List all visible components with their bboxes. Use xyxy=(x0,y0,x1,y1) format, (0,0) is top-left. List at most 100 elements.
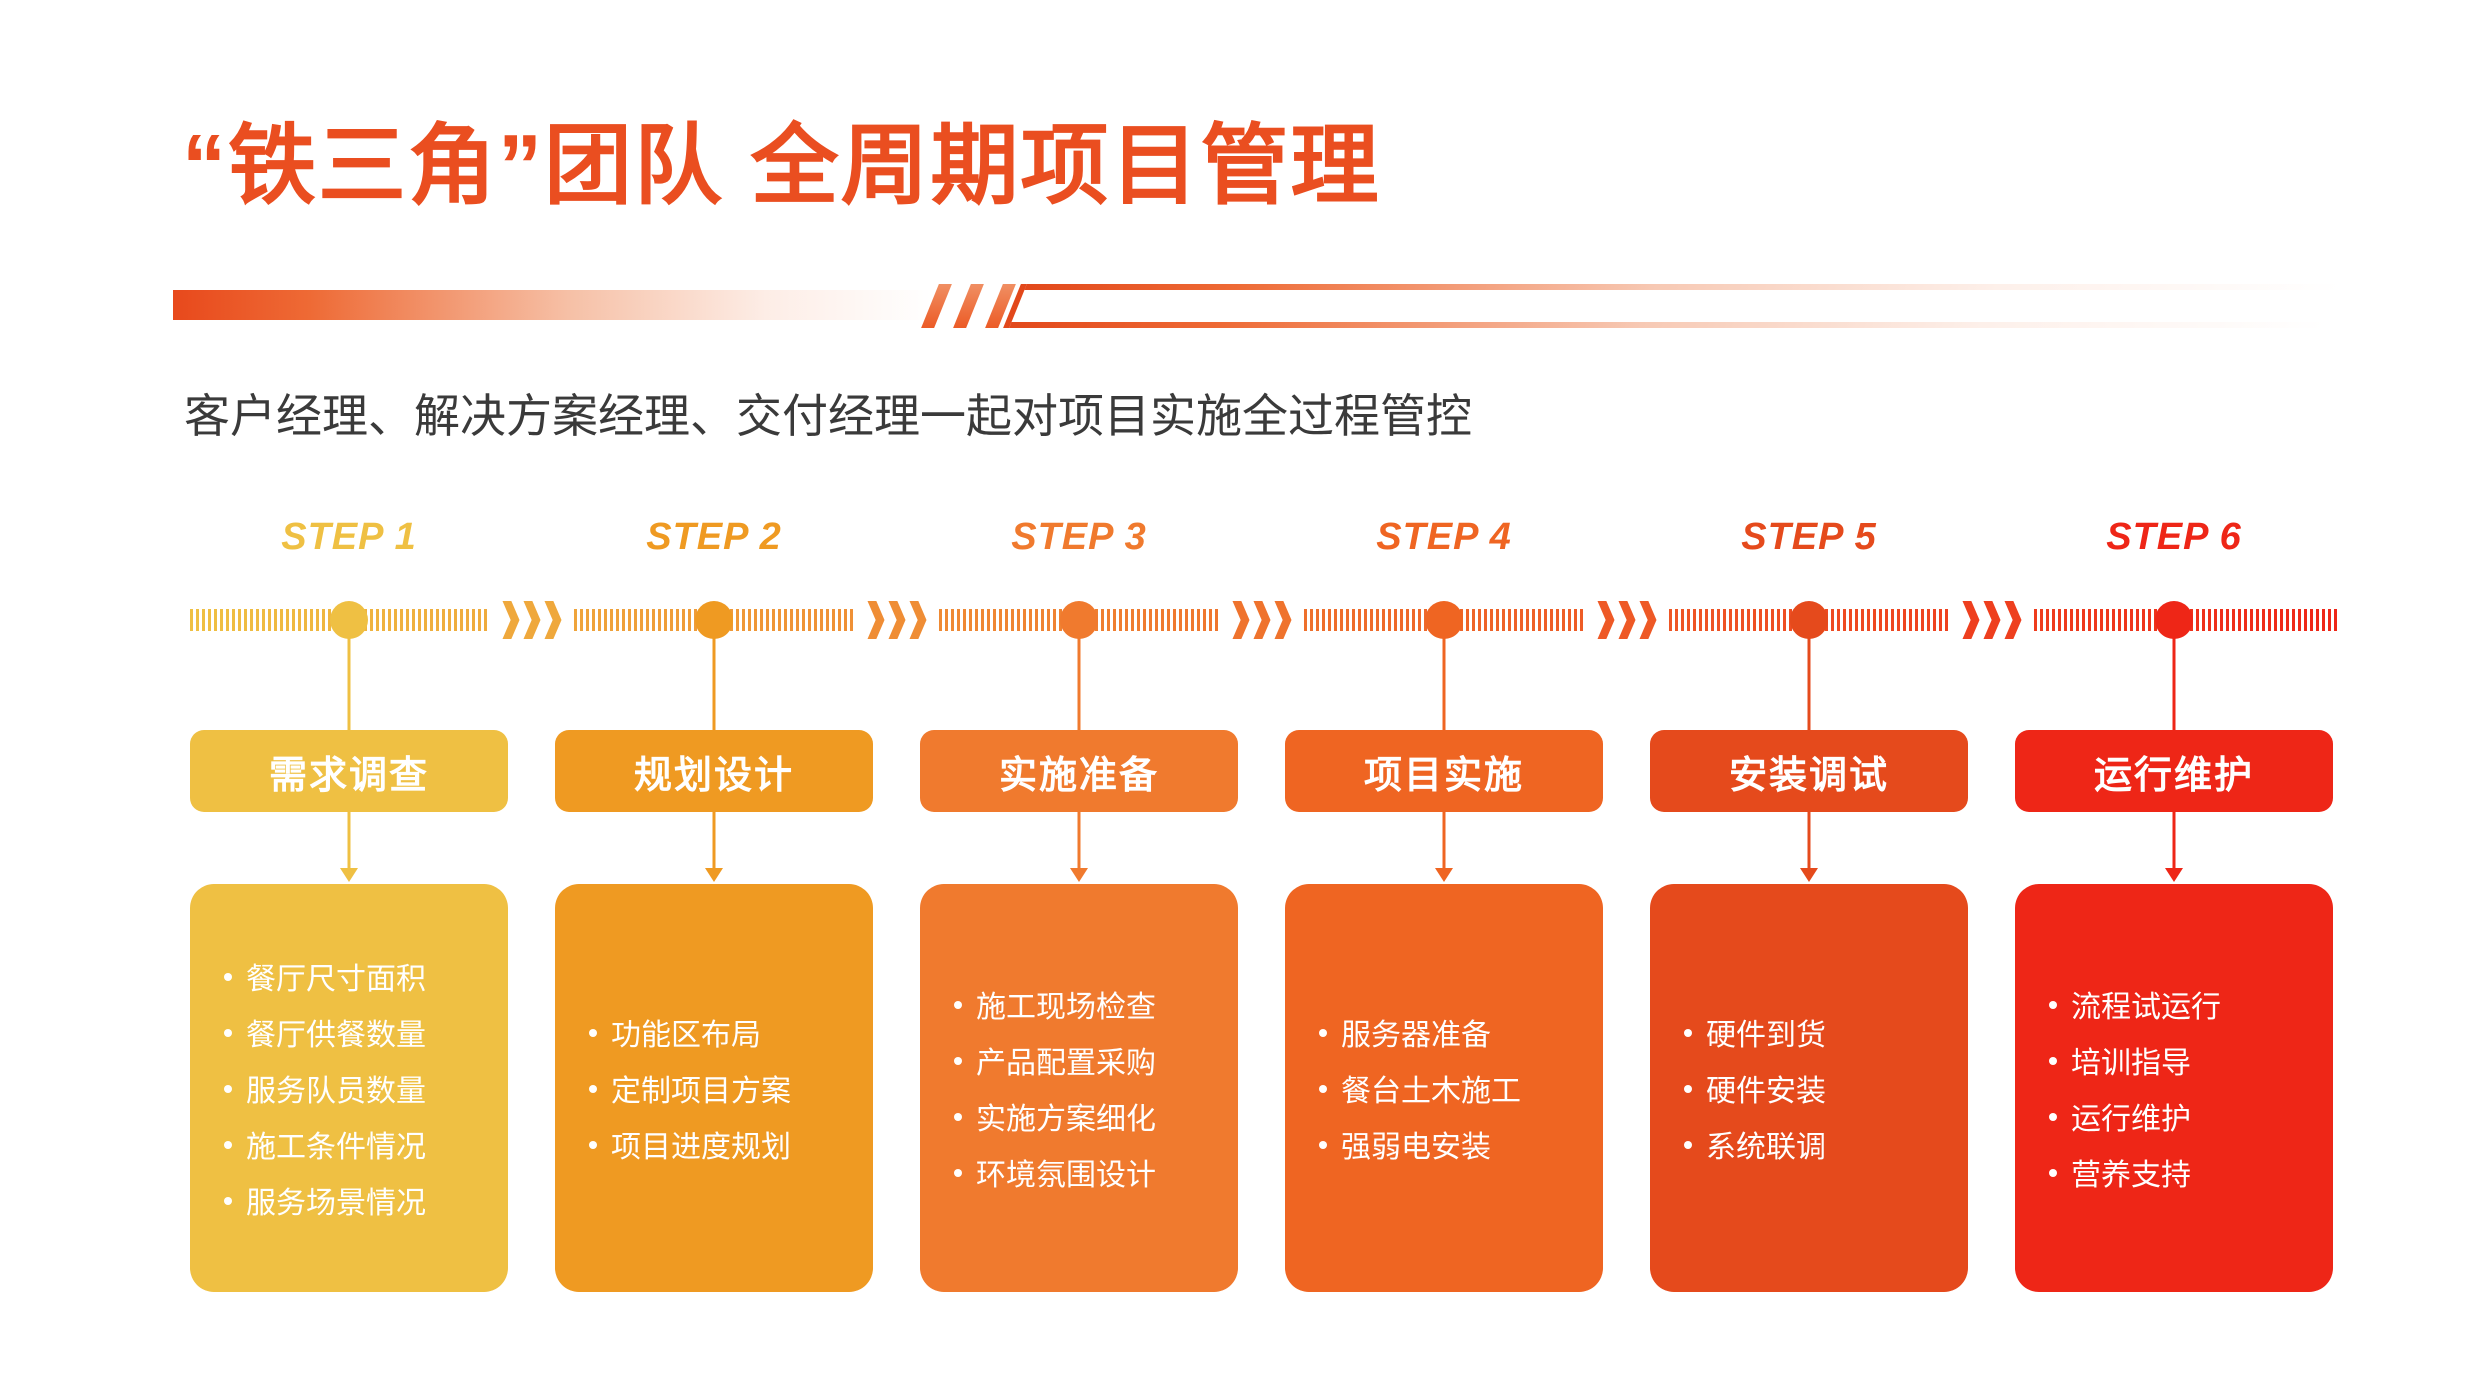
chevron-right-icon xyxy=(523,601,541,639)
step-heading-box-5[interactable]: 安装调试 xyxy=(1650,730,1968,812)
step-content-card-2[interactable]: 功能区布局定制项目方案项目进度规划 xyxy=(555,884,873,1292)
bullet-item: 定制项目方案 xyxy=(589,1077,873,1107)
step-label-1: STEP 1 xyxy=(281,516,417,558)
bullet-text: 施工现场检查 xyxy=(976,991,1156,1024)
bullet-dot-icon xyxy=(1684,1141,1692,1149)
bullet-dot-icon xyxy=(2049,1113,2057,1121)
bullet-dot-icon xyxy=(954,1113,962,1121)
bullet-text: 实施方案细化 xyxy=(976,1103,1156,1136)
step-heading-box-3[interactable]: 实施准备 xyxy=(920,730,1238,812)
step-content-card-6[interactable]: 流程试运行培训指导运行维护营养支持 xyxy=(2015,884,2333,1292)
bullet-text: 餐厅供餐数量 xyxy=(246,1019,426,1052)
bullet-text: 餐台土木施工 xyxy=(1341,1075,1521,1108)
step-heading-label: 项目实施 xyxy=(1363,754,1524,797)
step-heading-label: 安装调试 xyxy=(1728,754,1889,797)
bullet-item: 环境氛围设计 xyxy=(954,1161,1238,1191)
bullet-item: 强弱电安装 xyxy=(1319,1133,1603,1163)
bullet-text: 环境氛围设计 xyxy=(976,1159,1156,1192)
chevron-right-icon xyxy=(888,601,906,639)
bullet-item: 服务器准备 xyxy=(1319,1021,1603,1051)
bullet-text: 定制项目方案 xyxy=(611,1075,791,1108)
bullet-item: 施工现场检查 xyxy=(954,993,1238,1023)
timeline-chevron-arrow-icon xyxy=(1232,601,1292,639)
bullet-text: 强弱电安装 xyxy=(1341,1131,1491,1164)
bullet-text: 系统联调 xyxy=(1706,1131,1826,1164)
connector-arrow-icon-5 xyxy=(1800,868,1818,882)
bullet-text: 培训指导 xyxy=(2071,1047,2191,1080)
page-title: “铁三角”团队 全周期项目管理 xyxy=(182,116,1381,215)
bullet-dot-icon xyxy=(954,1001,962,1009)
step-heading-box-4[interactable]: 项目实施 xyxy=(1285,730,1603,812)
decorative-divider xyxy=(0,278,2482,334)
bullet-list: 服务器准备餐台土木施工强弱电安装 xyxy=(1285,898,1603,1163)
bullet-dot-icon xyxy=(2049,1001,2057,1009)
bullet-dot-icon xyxy=(224,973,232,981)
bullet-item: 营养支持 xyxy=(2049,1161,2333,1191)
step-content-card-5[interactable]: 硬件到货硬件安装系统联调 xyxy=(1650,884,1968,1292)
chevron-right-icon xyxy=(502,601,520,639)
step-label-2: STEP 2 xyxy=(646,516,782,558)
bullet-dot-icon xyxy=(589,1141,597,1149)
chevron-right-icon xyxy=(867,601,885,639)
bullet-item: 服务队员数量 xyxy=(224,1077,508,1107)
connector-line-bottom-4 xyxy=(1442,812,1446,876)
bullet-item: 硬件安装 xyxy=(1684,1077,1968,1107)
connector-arrow-icon-1 xyxy=(340,868,358,882)
connector-line-bottom-5 xyxy=(1807,812,1811,876)
chevron-right-icon xyxy=(1274,601,1292,639)
bullet-dot-icon xyxy=(1684,1029,1692,1037)
bullet-dot-icon xyxy=(1684,1085,1692,1093)
step-heading-box-1[interactable]: 需求调查 xyxy=(190,730,508,812)
step-heading-label: 运行维护 xyxy=(2093,754,2254,797)
chevron-right-icon xyxy=(1618,601,1636,639)
chevron-right-icon xyxy=(1983,601,2001,639)
bullet-item: 硬件到货 xyxy=(1684,1021,1968,1051)
step-heading-label: 实施准备 xyxy=(998,754,1159,797)
bullet-text: 功能区布局 xyxy=(611,1019,761,1052)
bullet-item: 流程试运行 xyxy=(2049,993,2333,1023)
chevron-right-icon xyxy=(1253,601,1271,639)
step-heading-box-2[interactable]: 规划设计 xyxy=(555,730,873,812)
bullet-text: 服务器准备 xyxy=(1341,1019,1491,1052)
bullet-item: 餐厅供餐数量 xyxy=(224,1021,508,1051)
bullet-item: 培训指导 xyxy=(2049,1049,2333,1079)
step-label-3: STEP 3 xyxy=(1011,516,1147,558)
step-heading-label: 需求调查 xyxy=(268,754,429,797)
step-content-card-1[interactable]: 餐厅尺寸面积餐厅供餐数量服务队员数量施工条件情况服务场景情况 xyxy=(190,884,508,1292)
bullet-dot-icon xyxy=(2049,1057,2057,1065)
chevron-right-icon xyxy=(1962,601,1980,639)
bullet-dot-icon xyxy=(589,1085,597,1093)
bullet-text: 项目进度规划 xyxy=(611,1131,791,1164)
bullet-dot-icon xyxy=(1319,1141,1327,1149)
connector-arrow-icon-4 xyxy=(1435,868,1453,882)
bullet-dot-icon xyxy=(1319,1085,1327,1093)
step-content-card-4[interactable]: 服务器准备餐台土木施工强弱电安装 xyxy=(1285,884,1603,1292)
bullet-list: 施工现场检查产品配置采购实施方案细化环境氛围设计 xyxy=(920,898,1238,1191)
bullet-dot-icon xyxy=(589,1029,597,1037)
chevron-right-icon xyxy=(1232,601,1250,639)
connector-arrow-icon-6 xyxy=(2165,868,2183,882)
bullet-item: 功能区布局 xyxy=(589,1021,873,1051)
bullet-text: 硬件到货 xyxy=(1706,1019,1826,1052)
connector-arrow-icon-3 xyxy=(1070,868,1088,882)
bullet-list: 流程试运行培训指导运行维护营养支持 xyxy=(2015,898,2333,1191)
timeline-chevron-arrow-icon xyxy=(867,601,927,639)
connector-arrow-icon-2 xyxy=(705,868,723,882)
bullet-item: 餐厅尺寸面积 xyxy=(224,965,508,995)
chevron-right-icon xyxy=(544,601,562,639)
bullet-item: 餐台土木施工 xyxy=(1319,1077,1603,1107)
connector-line-top-2 xyxy=(712,630,716,730)
bullet-dot-icon xyxy=(224,1029,232,1037)
step-content-card-3[interactable]: 施工现场检查产品配置采购实施方案细化环境氛围设计 xyxy=(920,884,1238,1292)
bullet-dot-icon xyxy=(954,1169,962,1177)
timeline-chevron-arrow-icon xyxy=(502,601,562,639)
bullet-item: 实施方案细化 xyxy=(954,1105,1238,1135)
step-heading-box-6[interactable]: 运行维护 xyxy=(2015,730,2333,812)
step-label-6: STEP 6 xyxy=(2106,516,2242,558)
connector-line-top-3 xyxy=(1077,630,1081,730)
bullet-item: 服务场景情况 xyxy=(224,1189,508,1219)
bullet-dot-icon xyxy=(2049,1169,2057,1177)
bullet-list: 功能区布局定制项目方案项目进度规划 xyxy=(555,898,873,1163)
